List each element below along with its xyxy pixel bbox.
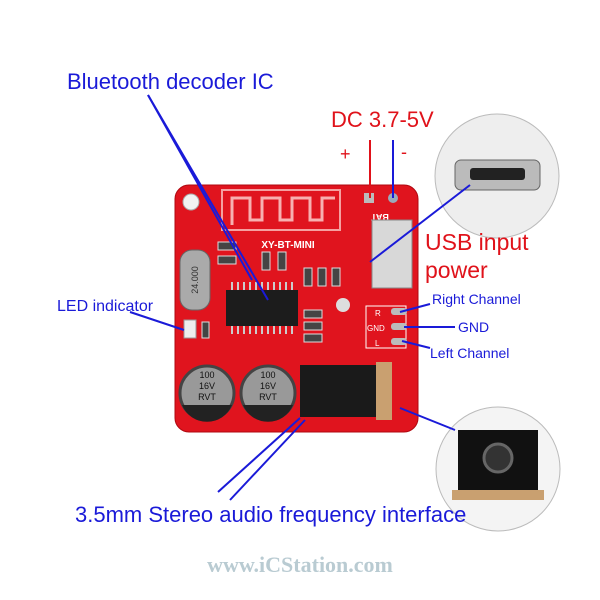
label-right-channel: Right Channel xyxy=(432,291,521,307)
pad-r-label: R xyxy=(375,309,381,318)
label-gnd: GND xyxy=(458,319,490,335)
crystal-label: 24.000 xyxy=(190,266,200,294)
watermark: www.iCStation.com xyxy=(207,552,393,577)
label-led-indicator: LED indicator xyxy=(57,298,154,315)
pad-l-label: L xyxy=(375,339,380,348)
capacitor-1 xyxy=(178,364,236,422)
cap-voltage: 16V xyxy=(199,381,215,391)
cap-voltage: 16V xyxy=(260,381,276,391)
label-left-channel: Left Channel xyxy=(430,345,510,361)
pad-gnd-label: GND xyxy=(367,324,385,333)
antenna-trace xyxy=(230,196,335,225)
cap-series: RVT xyxy=(259,392,277,402)
model-silkscreen: XY-BT-MINI xyxy=(261,240,315,251)
label-usb-input: USB input xyxy=(425,229,529,255)
audio-jack xyxy=(300,365,390,417)
cap-series: RVT xyxy=(198,392,216,402)
label-plus: + xyxy=(340,144,351,164)
decoder-ic-chip xyxy=(226,290,298,326)
crystal-oscillator xyxy=(179,249,211,311)
capacitor-2 xyxy=(239,364,297,422)
label-audio-interface: 3.5mm Stereo audio frequency interface xyxy=(75,502,467,527)
label-usb-power: power xyxy=(425,257,488,283)
led xyxy=(183,319,197,339)
micro-usb-port xyxy=(371,219,413,289)
cap-value: 100 xyxy=(199,370,214,380)
label-dc-voltage: DC 3.7-5V xyxy=(331,107,434,132)
label-bluetooth-decoder-ic: Bluetooth decoder IC xyxy=(67,69,274,94)
bat-silkscreen: BAT xyxy=(371,212,389,222)
label-minus: - xyxy=(401,142,407,162)
cap-value: 100 xyxy=(260,370,275,380)
